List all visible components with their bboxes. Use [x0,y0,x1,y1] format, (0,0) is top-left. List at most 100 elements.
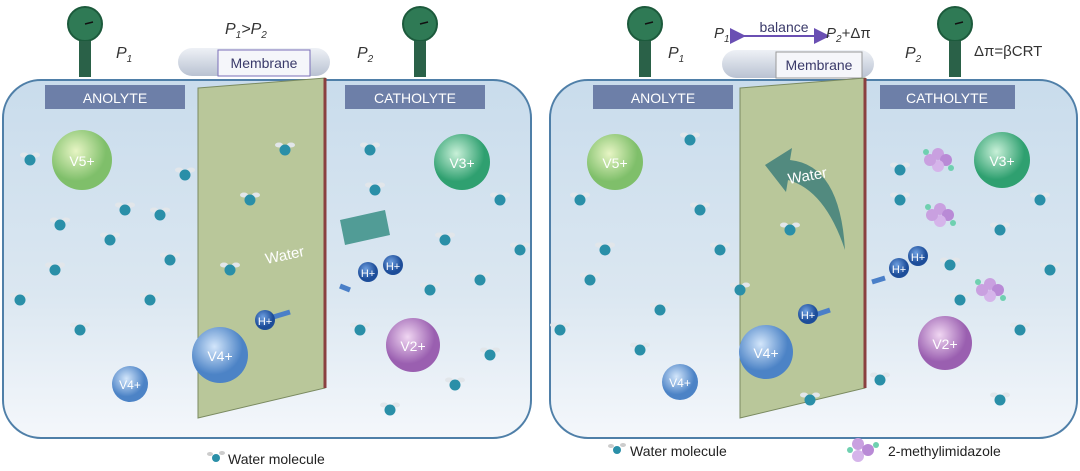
imidazole-molecule [925,203,956,227]
svg-text:H+: H+ [258,316,272,328]
water-molecule [730,282,750,296]
ion-h: H+ [889,258,909,278]
water-molecule [890,192,910,206]
gauge-icon [402,6,438,77]
ion-v3: V3+ [434,134,490,190]
ion-h: H+ [908,246,928,266]
water-molecule [100,232,120,246]
ion-h: H+ [383,255,403,275]
ion-v5: V5+ [587,134,643,190]
anolyte-label: ANOLYTE [631,90,695,106]
legend-water: Water molecule [207,451,325,467]
svg-text:Water molecule: Water molecule [228,451,325,467]
water-molecule [580,272,600,286]
legend-imidazole: 2-methylimidazole [847,438,1001,462]
catholyte-label: CATHOLYTE [374,90,456,106]
water-molecule [10,292,30,306]
svg-text:2-methylimidazole: 2-methylimidazole [888,443,1001,459]
catholyte-label-box [345,85,485,109]
svg-text:V2+: V2+ [400,338,425,354]
water-molecule [550,322,570,336]
water-molecule [630,342,650,356]
water-molecule [510,242,530,256]
membrane-label-box [775,51,863,79]
ion-v4: V4+ [192,327,248,383]
anolyte-label-box [593,85,733,109]
svg-text:V4+: V4+ [669,376,691,390]
membrane-label: Membrane [231,55,298,71]
svg-text:V4+: V4+ [753,345,778,361]
svg-text:V3+: V3+ [449,155,474,171]
svg-text:V3+: V3+ [989,153,1014,169]
water-molecule [160,252,180,266]
catholyte-label-box [880,85,1015,109]
water-molecule [1010,322,1030,336]
water-molecule [480,347,500,361]
water-molecule [220,262,240,276]
water-molecule [940,257,960,271]
water-molecule [140,292,160,306]
svg-text:V5+: V5+ [69,153,94,169]
svg-text:V4+: V4+ [119,378,141,392]
water-molecule [445,377,465,391]
svg-text:H+: H+ [892,264,906,276]
balance-p2: P2+Δπ [826,25,871,45]
water-molecule [650,302,670,316]
svg-text:H+: H+ [801,310,815,322]
svg-text:H+: H+ [361,268,375,280]
water-molecule [275,142,295,156]
proton-arrow [871,275,886,285]
water-molecule [570,192,590,206]
water-molecule [70,322,90,336]
water-molecule [20,152,40,166]
water-molecule [115,202,135,216]
water-molecule [890,162,910,176]
p2-label: P2 [357,45,374,65]
water-molecule [365,182,385,196]
gauge-icon [67,6,103,77]
water-molecule [780,222,800,236]
water-molecule [380,402,400,416]
anolyte-label-box [45,85,185,109]
catholyte-label: CATHOLYTE [906,90,988,106]
ion-v3: V3+ [974,132,1030,188]
p2-label: P2 [905,45,922,65]
svg-text:V4+: V4+ [207,348,232,364]
ion-v4: V4+ [662,364,698,400]
svg-text:H+: H+ [386,261,400,273]
water-molecules [10,132,1060,416]
membrane-label-box [217,49,311,77]
water-molecule [350,322,370,336]
svg-text:V2+: V2+ [932,336,957,352]
water-molecule [240,192,260,206]
svg-text:H+: H+ [911,252,925,264]
legend-water: Water molecule [608,443,727,459]
water-molecule [800,392,820,406]
water-molecule [1030,192,1050,206]
pressure-condition: P1>P2 [225,21,267,41]
balance-label: balance [759,19,808,35]
water-molecule [150,207,170,221]
left-panel: P1 P2 P1>P2 Membrane ANOLYTE CATHOLYTE W… [2,6,532,439]
gauge-icon [627,6,663,77]
water-molecule [360,142,380,156]
gauge-icon [937,6,973,77]
water-molecule [990,392,1010,406]
ion-v5: V5+ [52,130,112,190]
ion-v2: V2+ [918,316,972,370]
ion-h: H+ [798,304,818,324]
water-molecule [710,242,730,256]
water-molecule [490,192,510,206]
water-molecule [595,242,615,256]
balance-p1: P1 [714,25,730,45]
right-panel: P1 P2 Δπ=βCRT P1 balance P2+Δπ Membrane … [549,6,1078,439]
water-label: Water [787,164,829,188]
ion-v4: V4+ [739,325,793,379]
water-molecule [870,372,890,386]
imidazole-molecule [923,148,954,172]
membrane-label: Membrane [786,57,853,73]
svg-text:Water molecule: Water molecule [630,443,727,459]
p1-label: P1 [668,45,684,65]
water-molecule [435,232,455,246]
